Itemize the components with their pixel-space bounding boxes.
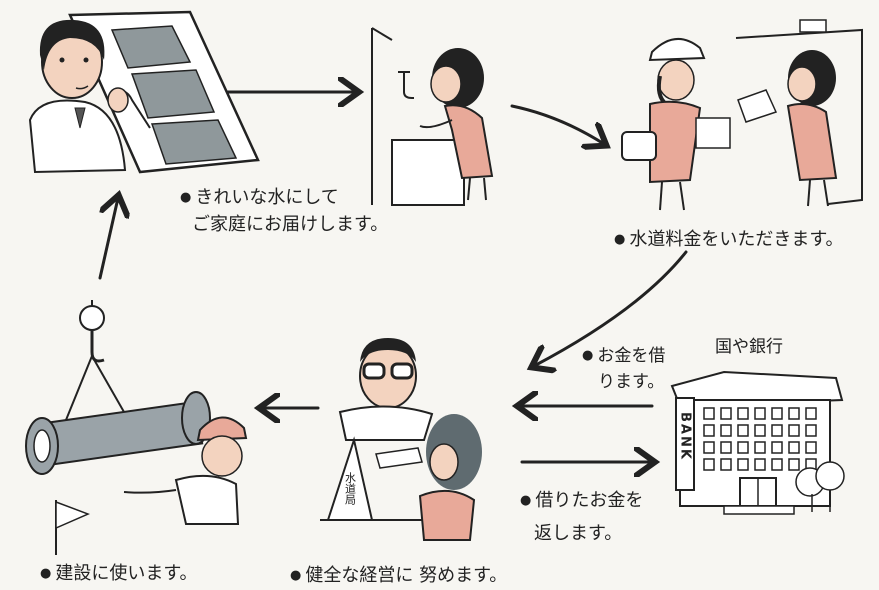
bullet-icon: ● [614,232,626,247]
bank-window [788,441,800,454]
bank-windows [703,407,817,471]
bullet-icon: ● [290,568,302,583]
bank-window [805,407,817,420]
caption-borrow-line2: ります。 [598,372,665,392]
housewife-at-door [786,50,838,207]
bank-window [754,441,766,454]
bank-window [788,424,800,437]
caption-repay-line1: 借りたお金を [535,490,644,511]
bank-window [771,458,783,471]
bank-window [703,441,715,454]
bank-building [670,370,845,515]
kitchen-sink [391,139,465,206]
arrow-construction-to-purify [98,198,118,280]
caption-management-text: 健全な経営に 努めます。 [305,565,508,586]
caption-clean-water-line1: きれいな水にして [195,187,339,208]
bank-window [805,441,817,454]
bank-sign-text: BANK [678,412,693,461]
bank-window [771,424,783,437]
bank-window [737,407,749,420]
bullet-icon: ● [520,493,532,508]
bank-window [788,407,800,420]
bank-window [771,407,783,420]
water-purification-scene [28,10,260,174]
caption-fee: ●水道料金をいただきます。 [614,227,844,254]
bank-window [703,424,715,437]
caption-bank-label: 国や銀行 [715,337,783,357]
caption-clean-water: ●きれいな水にして ご家庭にお届けします。 [180,185,388,237]
bank-window [737,424,749,437]
bullet-icon: ● [40,566,52,581]
bank-window [771,441,783,454]
flag-icon [55,500,90,555]
bank-window [720,407,732,420]
bank-sign [675,397,695,491]
bank-window [754,407,766,420]
meter-reader-figure [621,38,731,211]
tree-icon [795,461,845,512]
waterworks-office-scene [320,338,482,541]
bullet-icon: ● [582,348,594,363]
bank-window [737,441,749,454]
document-icon [375,447,423,469]
caption-construction-text: 建設に使います。 [55,563,198,584]
hard-hat-icon [648,38,706,62]
caption-fee-text: 水道料金をいただきます。 [629,229,844,250]
bank-window [805,424,817,437]
caption-borrow: ●お金を借 ります。 [582,344,665,395]
waterworks-sign-text: 水道局 [344,472,357,506]
bank-window [720,424,732,437]
construction-worker-figure [123,416,248,525]
caption-management: ●健全な経営に 努めます。 [290,563,507,590]
bank-window [737,458,749,471]
glasses-icon [362,362,386,380]
crane-hook-icon [65,300,141,441]
household-scene [371,27,494,206]
bullet-icon: ● [180,190,192,205]
shoulder-bag-icon [621,131,657,161]
caption-borrow-line1: お金を借 [597,346,666,366]
arrow-fee-to-office [534,250,688,366]
visitor-figure [418,414,482,541]
construction-scene [25,300,248,555]
manager-figure [338,338,434,441]
flow-arrows [98,92,688,462]
arrow-home-to-fee [510,104,604,144]
faucet-icon [398,71,414,99]
caption-repay: ●借りたお金を 返します。 [520,488,643,546]
fee-collection-scene [621,19,863,211]
water-worker-figure [28,19,151,174]
bank-window [754,424,766,437]
bank-window [720,441,732,454]
bank-window [703,407,715,420]
water-pipe [25,391,211,475]
housewife-at-tap [419,48,494,201]
filter-panel [68,10,260,174]
doorway [735,19,863,205]
bill-slip [737,89,778,123]
caption-construction: ●建設に使います。 [40,561,198,588]
bank-window [703,458,715,471]
caption-repay-line2: 返します。 [534,523,623,544]
bank-window [720,458,732,471]
bank-window [788,458,800,471]
bank-window [754,458,766,471]
caption-clean-water-line2: ご家庭にお届けします。 [192,214,389,235]
